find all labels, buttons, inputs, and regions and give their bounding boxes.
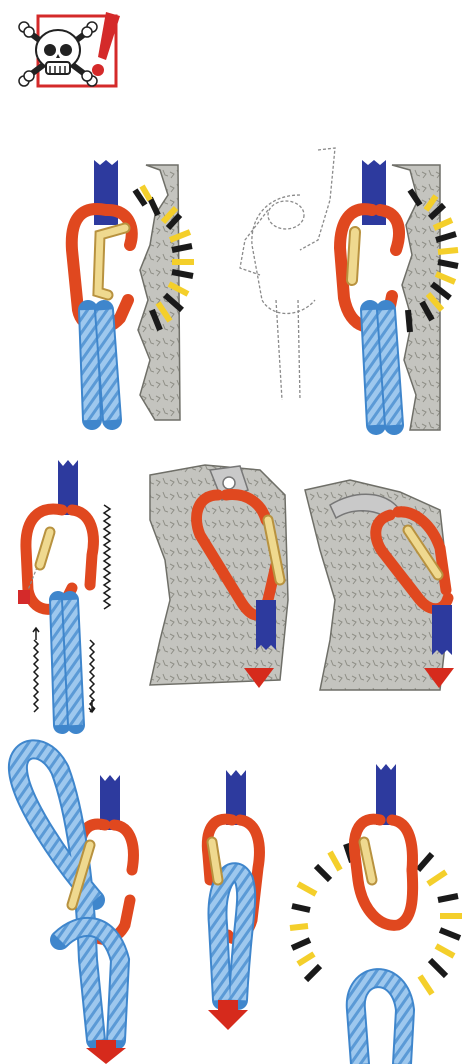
rope: [370, 310, 394, 425]
panel-carabiner-over-bolt-edge: [150, 465, 288, 688]
rope: [88, 310, 112, 420]
panel-rope-unclipped: [290, 764, 462, 1064]
panel-gate-vibration-opening: [18, 460, 110, 725]
sling-bottom: [432, 605, 452, 655]
panel-rope-loop-over-gate: [18, 749, 134, 1064]
rope: [58, 600, 76, 725]
previous-position-outline: [240, 148, 335, 400]
skull-crossbones-warning-icon: [19, 12, 120, 86]
sling-bottom: [256, 600, 276, 650]
panel-carabiner-levered-on-bolt: [305, 480, 454, 690]
panel-gate-clear-after-repositioning: [240, 148, 458, 430]
rope: [356, 978, 405, 1064]
panel-gate-pressed-against-rock: [72, 160, 194, 420]
panel-rope-forcing-gate: [207, 770, 259, 1030]
